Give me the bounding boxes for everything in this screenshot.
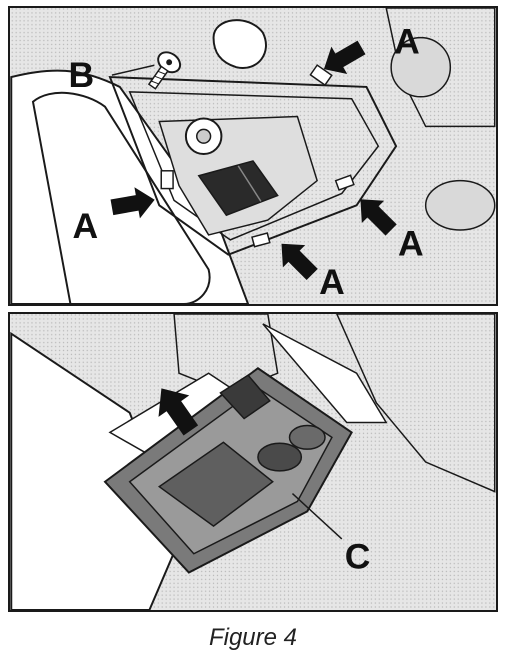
arrow-icon: [110, 187, 155, 219]
figure-caption: Figure 4: [208, 624, 298, 651]
callout-a-left: A: [72, 206, 98, 246]
clip-right-icon: [334, 174, 355, 191]
top-illustration: B A A A A: [10, 8, 496, 304]
arrow-icon: [281, 243, 318, 280]
top-panel: B A A A A: [8, 6, 498, 306]
bottom-panel: C: [8, 312, 498, 612]
clip-left-icon: [160, 170, 174, 190]
screw-icon: [147, 51, 182, 90]
leader-line-c: [291, 493, 343, 540]
callout-a-top-right: A: [394, 21, 420, 61]
callout-b: B: [68, 55, 94, 95]
leader-line-b: [111, 64, 155, 76]
console-bezel: [108, 76, 398, 256]
bottom-illustration: C: [10, 314, 496, 610]
callout-a-right: A: [398, 224, 424, 264]
connector-block: [197, 160, 279, 217]
clip-bottom-icon: [251, 232, 271, 248]
arrow-icon: [360, 199, 397, 236]
arrow-icon: [158, 388, 199, 436]
clip-top-right-icon: [309, 64, 333, 87]
arrow-icon: [323, 40, 366, 74]
callout-a-bottom: A: [319, 262, 345, 302]
storage-tray: [103, 367, 353, 574]
callout-c: C: [345, 537, 371, 577]
